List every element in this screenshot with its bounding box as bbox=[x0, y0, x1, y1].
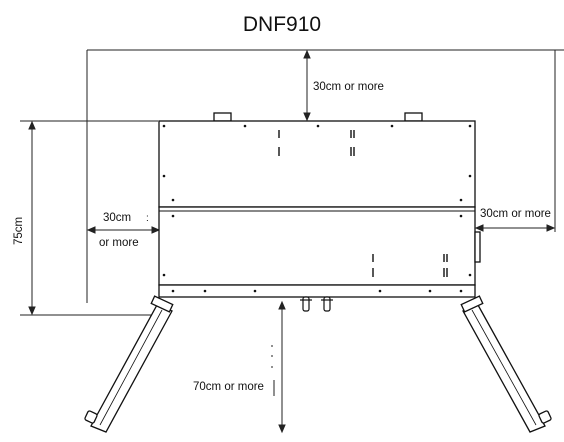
tick-mark: : bbox=[146, 213, 149, 224]
bottom-outlets bbox=[300, 296, 333, 312]
top-knob-left bbox=[213, 112, 232, 122]
height-dimension bbox=[20, 120, 158, 316]
appliance-body bbox=[158, 112, 481, 298]
top-clearance-label: 30cm or more bbox=[313, 81, 384, 93]
top-knob-right bbox=[404, 112, 423, 122]
left-clearance-value: 30cm bbox=[103, 212, 131, 224]
panel-slot-marks bbox=[278, 130, 448, 277]
leg-right bbox=[460, 295, 552, 433]
front-clearance-label: 70cm or more bbox=[193, 381, 264, 393]
wall-boundary-lines bbox=[86, 49, 564, 303]
left-clearance-suffix: or more bbox=[99, 237, 139, 249]
front-clearance-dimension bbox=[271, 300, 286, 434]
right-clearance-dimension bbox=[474, 224, 556, 232]
diagram-title: DNF910 bbox=[243, 13, 321, 36]
height-label: 75cm bbox=[13, 217, 25, 245]
top-clearance-dimension bbox=[303, 49, 311, 122]
right-clearance-label: 30cm or more bbox=[480, 208, 551, 220]
fixture-dots bbox=[162, 124, 472, 293]
left-clearance-dimension bbox=[86, 226, 161, 234]
leg-left bbox=[84, 295, 174, 433]
